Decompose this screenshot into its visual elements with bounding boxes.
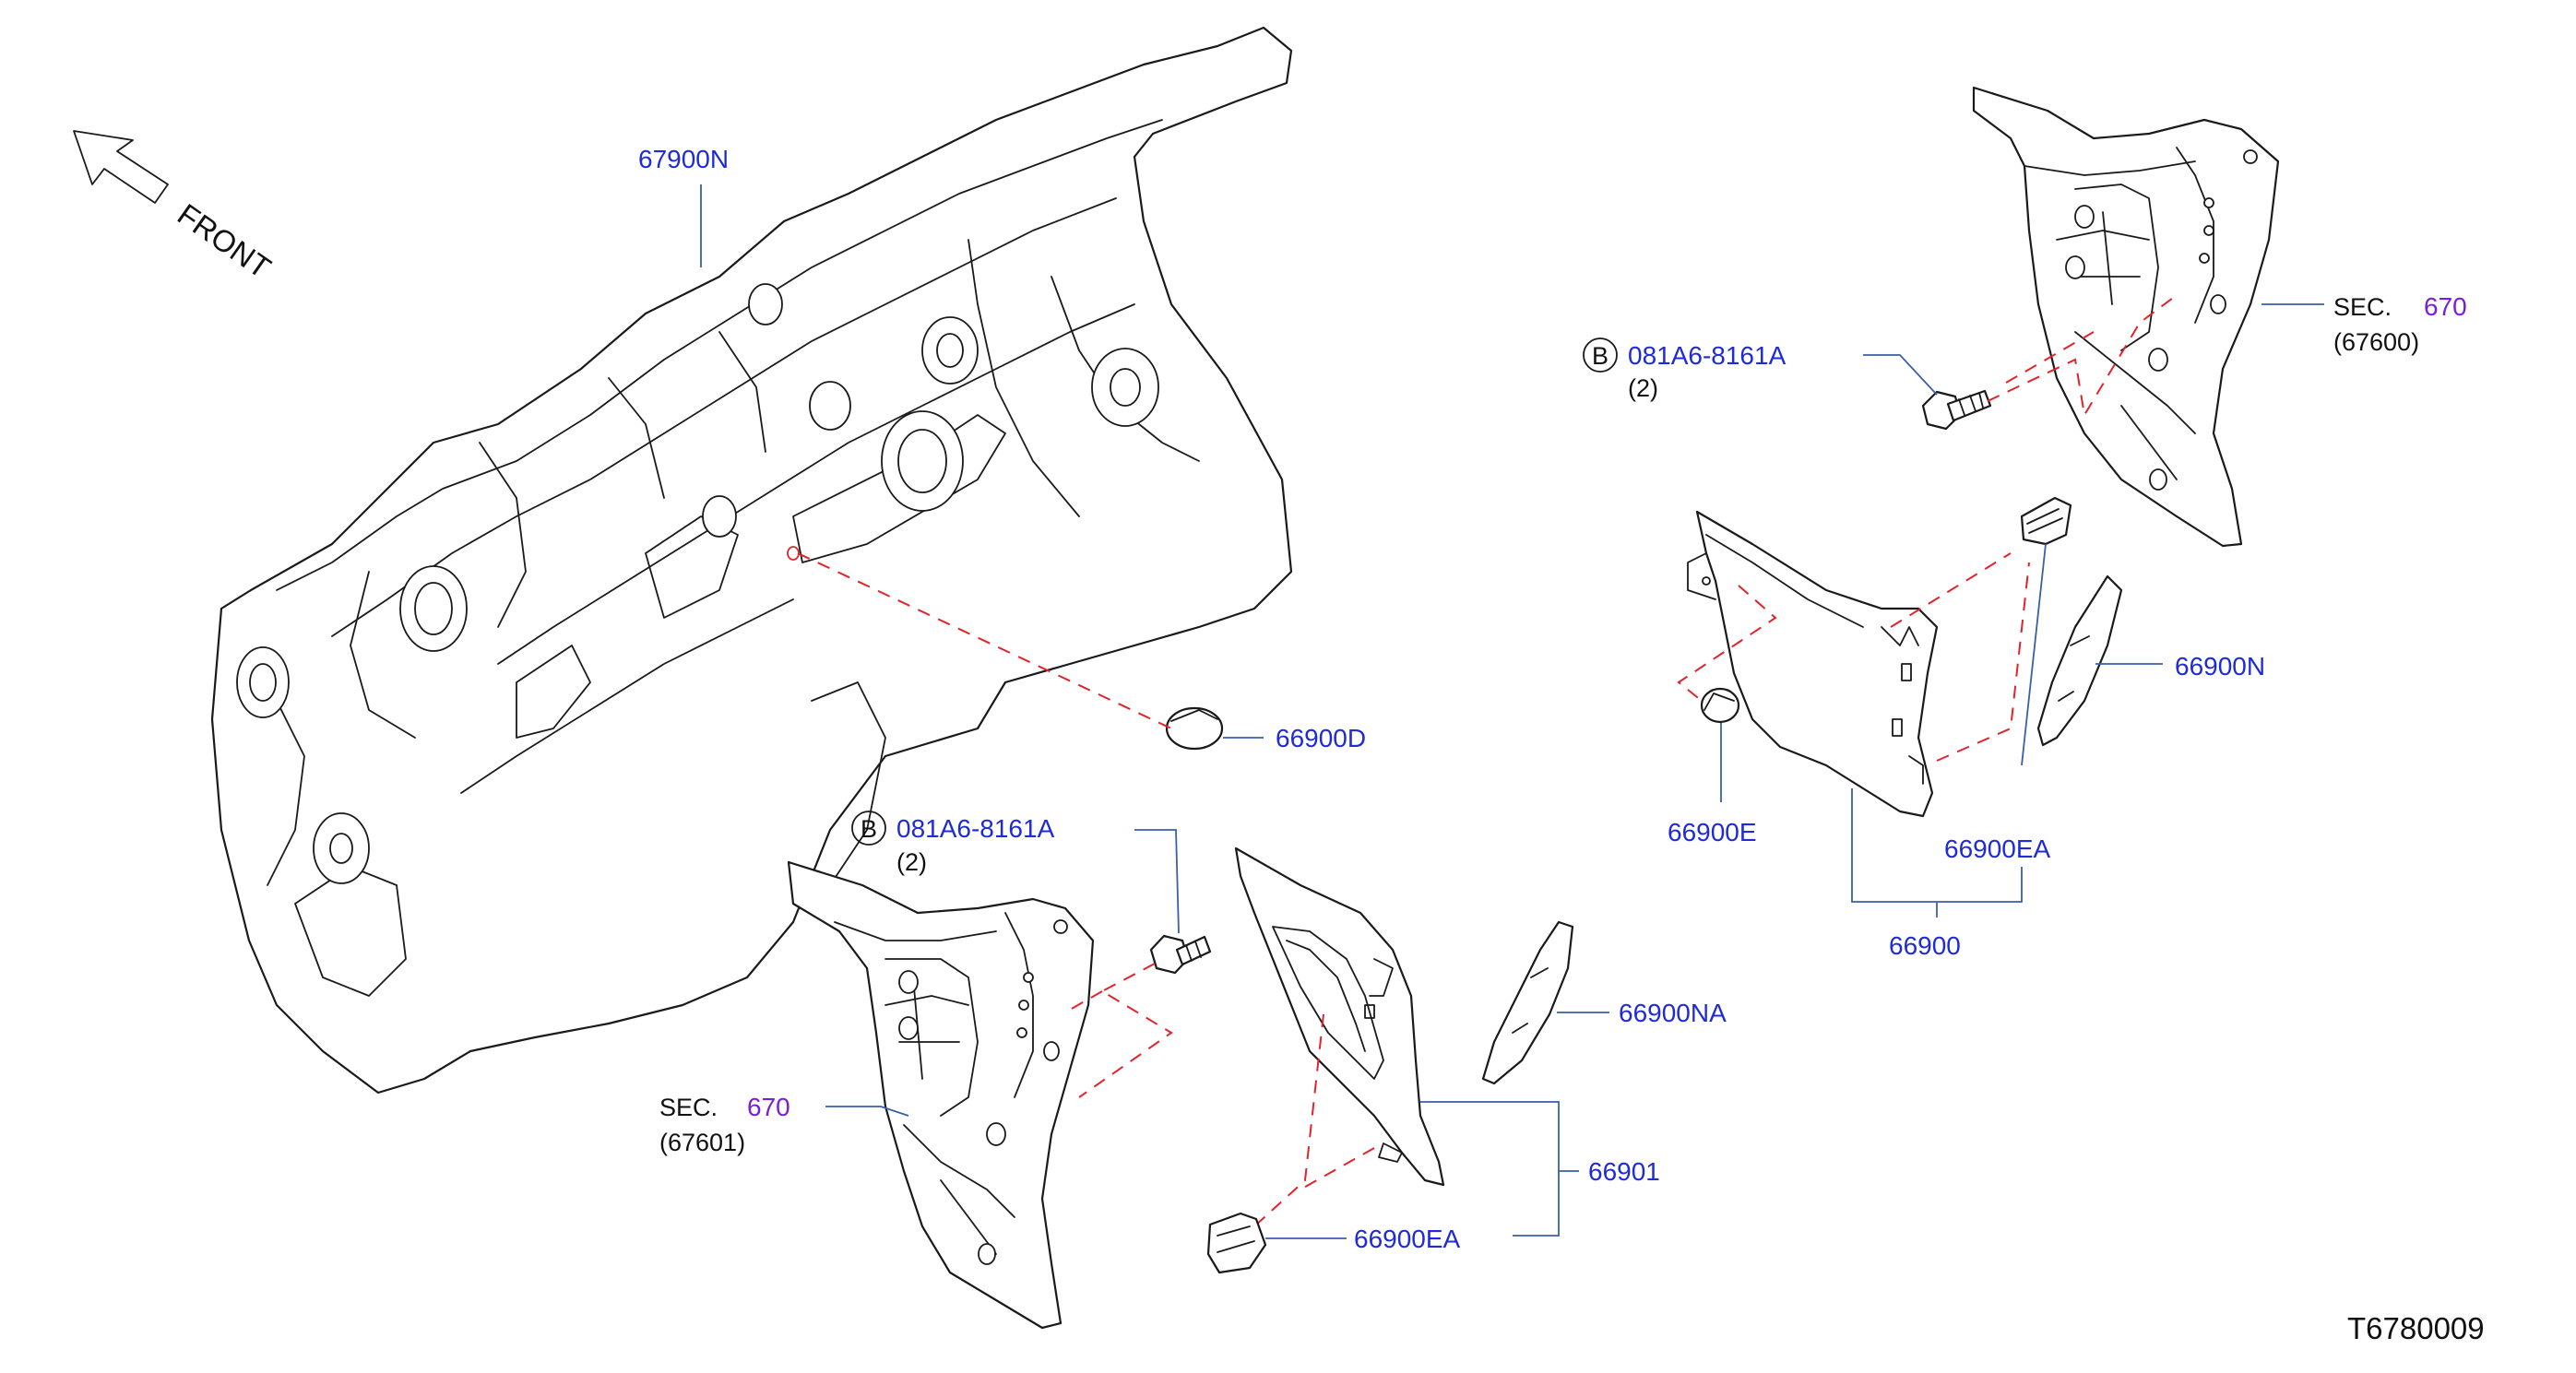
leader-bolt-lower xyxy=(1134,829,1180,934)
bolt-lower-badge-letter: B xyxy=(861,815,877,843)
guide-line-clip-d xyxy=(797,552,1172,729)
sec-right-sub: (67600) xyxy=(2333,328,2419,356)
side-panel-right-illustration xyxy=(1972,86,2280,548)
trim-66900n-illustration xyxy=(2036,574,2123,747)
sec-left-label: SEC. xyxy=(659,1094,718,1121)
sec-right-label: SEC. xyxy=(2333,293,2392,321)
label-67900n: 67900N xyxy=(638,145,729,173)
sec-right-number: 670 xyxy=(2424,292,2467,321)
bolt-lower-part: 081A6-8161A xyxy=(896,814,1055,843)
label-66900: 66900 xyxy=(1889,931,1961,960)
guide-line-trim-left xyxy=(1253,1013,1375,1227)
bolt-upper-part: 081A6-8161A xyxy=(1628,341,1787,370)
front-arrow-icon xyxy=(73,130,169,204)
clip-66900ea-lower-illustration xyxy=(1206,1212,1267,1274)
leader-bolt-upper xyxy=(1863,354,1938,396)
label-66900ea-upper: 66900EA xyxy=(1944,834,2051,863)
clip-66900d-illustration xyxy=(1165,706,1224,751)
guide-line-trim-right-b xyxy=(1890,552,2030,762)
bolt-lower-badge xyxy=(851,811,886,846)
clip-66900ea-upper-illustration xyxy=(2020,496,2072,546)
guide-line-bolt-upper xyxy=(1987,294,2178,418)
bolt-upper-badge-letter: B xyxy=(1592,342,1609,370)
bolt-upper-badge xyxy=(1583,337,1618,373)
bolt-lower-qty: (2) xyxy=(896,848,927,876)
trim-left-illustration xyxy=(1234,846,1445,1187)
leader-66901-bracket xyxy=(1420,1101,1579,1237)
leader-sec-left xyxy=(825,1106,909,1117)
label-66900na: 66900NA xyxy=(1619,999,1727,1027)
trim-66900na-illustration xyxy=(1481,920,1574,1085)
front-label: FRONT xyxy=(172,196,277,284)
guide-line-trim-right-a xyxy=(1677,585,1777,720)
bolt-upper-qty: (2) xyxy=(1628,374,1658,402)
label-66900n: 66900N xyxy=(2175,652,2265,681)
side-panel-left-illustration xyxy=(787,860,1095,1330)
label-66901: 66901 xyxy=(1588,1157,1660,1186)
leader-66900-bracket xyxy=(1851,788,2023,917)
label-66900e: 66900E xyxy=(1668,818,1757,846)
bolt-lower-illustration xyxy=(1149,934,1212,975)
guide-line-bolt-lower xyxy=(1069,963,1173,1098)
dash-panel-illustration xyxy=(210,26,1293,1095)
label-66900d: 66900D xyxy=(1276,724,1366,752)
bolt-upper-illustration xyxy=(1921,389,1992,431)
sec-left-number: 670 xyxy=(747,1093,790,1121)
trim-right-illustration xyxy=(1687,510,1939,818)
clip-66900e-illustration xyxy=(1700,687,1740,724)
leader-66900ea-upper xyxy=(2021,543,2047,766)
sec-left-sub: (67601) xyxy=(659,1129,745,1156)
label-66900ea-lower: 66900EA xyxy=(1354,1225,1461,1253)
drawing-number: T6780009 xyxy=(2347,1311,2485,1345)
